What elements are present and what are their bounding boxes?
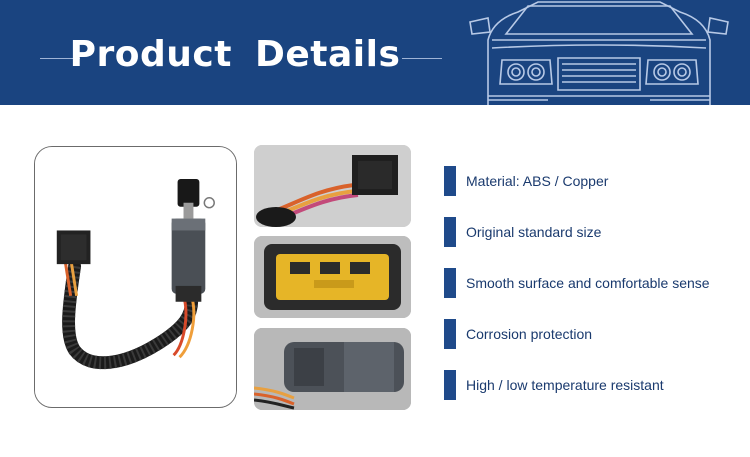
title-decoration-right xyxy=(402,58,442,59)
feature-label: Corrosion protection xyxy=(466,326,593,342)
feature-item-size: Original standard size xyxy=(444,217,744,247)
header-banner: Product Details xyxy=(0,0,750,105)
connector-wires-image xyxy=(254,145,411,227)
feature-label: Material: ABS / Copper xyxy=(466,173,609,189)
feature-marker xyxy=(444,166,456,196)
main-product-photo xyxy=(34,146,237,408)
feature-marker xyxy=(444,370,456,400)
feature-item-surface: Smooth surface and comfortable sense xyxy=(444,268,744,298)
detail-photo-connector-wires xyxy=(254,145,411,227)
title-decoration-left xyxy=(40,58,80,59)
feature-marker xyxy=(444,217,456,247)
detail-photo-lock-cylinder xyxy=(254,328,411,410)
feature-marker xyxy=(444,268,456,298)
car-outline-illustration xyxy=(469,1,729,105)
ignition-switch-harness-image xyxy=(35,147,236,407)
detail-photo-yellow-connector xyxy=(254,236,411,318)
feature-item-corrosion: Corrosion protection xyxy=(444,319,744,349)
feature-label: Smooth surface and comfortable sense xyxy=(466,275,710,291)
lock-cylinder-image xyxy=(254,328,411,410)
feature-marker xyxy=(444,319,456,349)
yellow-connector-image xyxy=(254,236,411,318)
feature-label: High / low temperature resistant xyxy=(466,377,664,393)
feature-item-material: Material: ABS / Copper xyxy=(444,166,744,196)
feature-item-temperature: High / low temperature resistant xyxy=(444,370,744,400)
page-title: Product Details xyxy=(69,34,401,75)
feature-label: Original standard size xyxy=(466,224,602,240)
